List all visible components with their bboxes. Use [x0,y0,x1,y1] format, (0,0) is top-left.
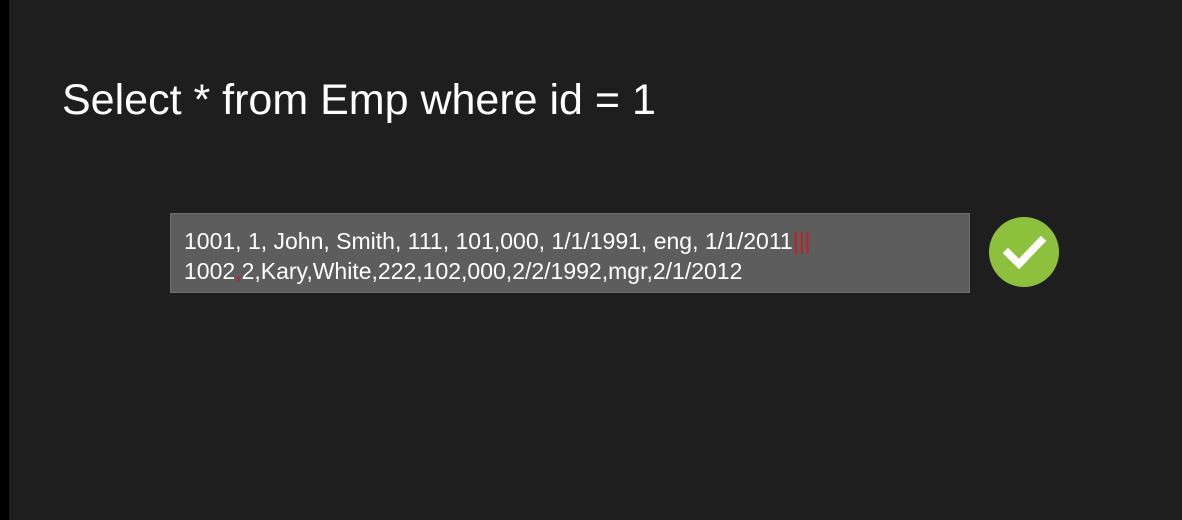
record-line-1: 1001, 1, John, Smith, 111, 101,000, 1/1/… [184,226,969,256]
query-title: Select * from Emp where id = 1 [62,76,656,124]
row-delimiter: ||| [792,228,811,254]
field-delimiter: , [235,258,242,284]
record-line-2: 1002,2,Kary,White,222,102,000,2/2/1992,m… [184,256,969,286]
record-line-2-id: 1002 [184,258,236,284]
record-line-2-text: 2,Kary,White,222,102,000,2/2/1992,mgr,2/… [241,258,743,284]
left-edge-bar [0,0,9,520]
checkmark-icon [1002,235,1047,270]
record-line-1-text: 1001, 1, John, Smith, 111, 101,000, 1/1/… [184,228,793,254]
record-text-box: 1001, 1, John, Smith, 111, 101,000, 1/1/… [170,213,970,293]
success-checkmark-icon [989,217,1059,287]
